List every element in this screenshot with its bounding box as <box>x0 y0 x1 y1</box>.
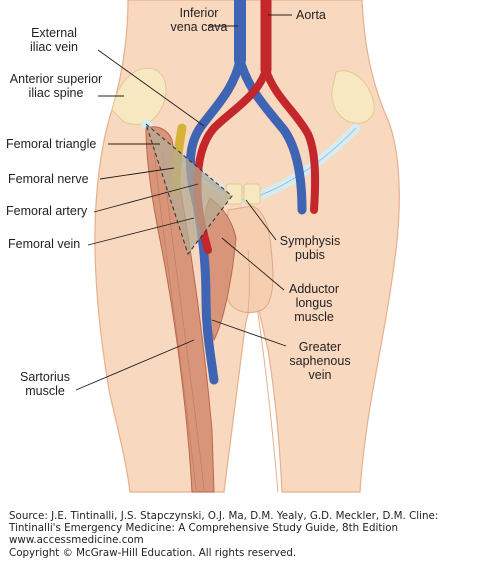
caption-title: Tintinalli's Emergency Medicine: A Compr… <box>9 522 399 535</box>
sartorius-muscle <box>145 126 215 493</box>
label-femoral-artery: Femoral artery <box>6 204 88 218</box>
label-femoral-nerve: Femoral nerve <box>8 172 89 186</box>
leader-external-iliac-vein <box>97 49 205 127</box>
inner-thigh-line <box>255 299 279 493</box>
caption-source: Source: J.E. Tintinalli, J.S. Stapczynsk… <box>9 510 439 522</box>
right-iliac-vein <box>235 55 307 215</box>
left-iliac-spine-bone <box>111 67 167 125</box>
genitalia-line <box>247 249 250 313</box>
label-femoral-vein: Femoral vein <box>8 237 81 251</box>
femoral-triangle <box>144 122 233 256</box>
right-iliac-artery <box>262 66 320 214</box>
right-iliac-spine-bone <box>331 70 375 124</box>
leader-femoral-artery <box>93 183 199 213</box>
leader-sartorius <box>75 339 195 391</box>
label-femoral-triangle: Femoral triangle <box>6 137 97 151</box>
caption-url: www.accessmedicine.com <box>9 534 144 547</box>
leader-adductor-longus <box>221 237 285 291</box>
label-aorta: Aorta <box>296 8 326 22</box>
leader-greater-saphenous <box>211 319 287 347</box>
leader-symphysis-pubis <box>245 199 277 241</box>
symphysis-pubis-right <box>243 183 261 205</box>
source-caption: Source: J.E. Tintinalli, J.S. Stapczynsk… <box>9 510 481 559</box>
sartorius-fibers <box>153 149 205 491</box>
leader-femoral-nerve <box>99 167 175 180</box>
leader-femoral-vein <box>87 217 195 246</box>
leader-lines <box>75 14 292 391</box>
caption-copyright: Copyright © McGraw-Hill Education. All r… <box>9 546 297 559</box>
